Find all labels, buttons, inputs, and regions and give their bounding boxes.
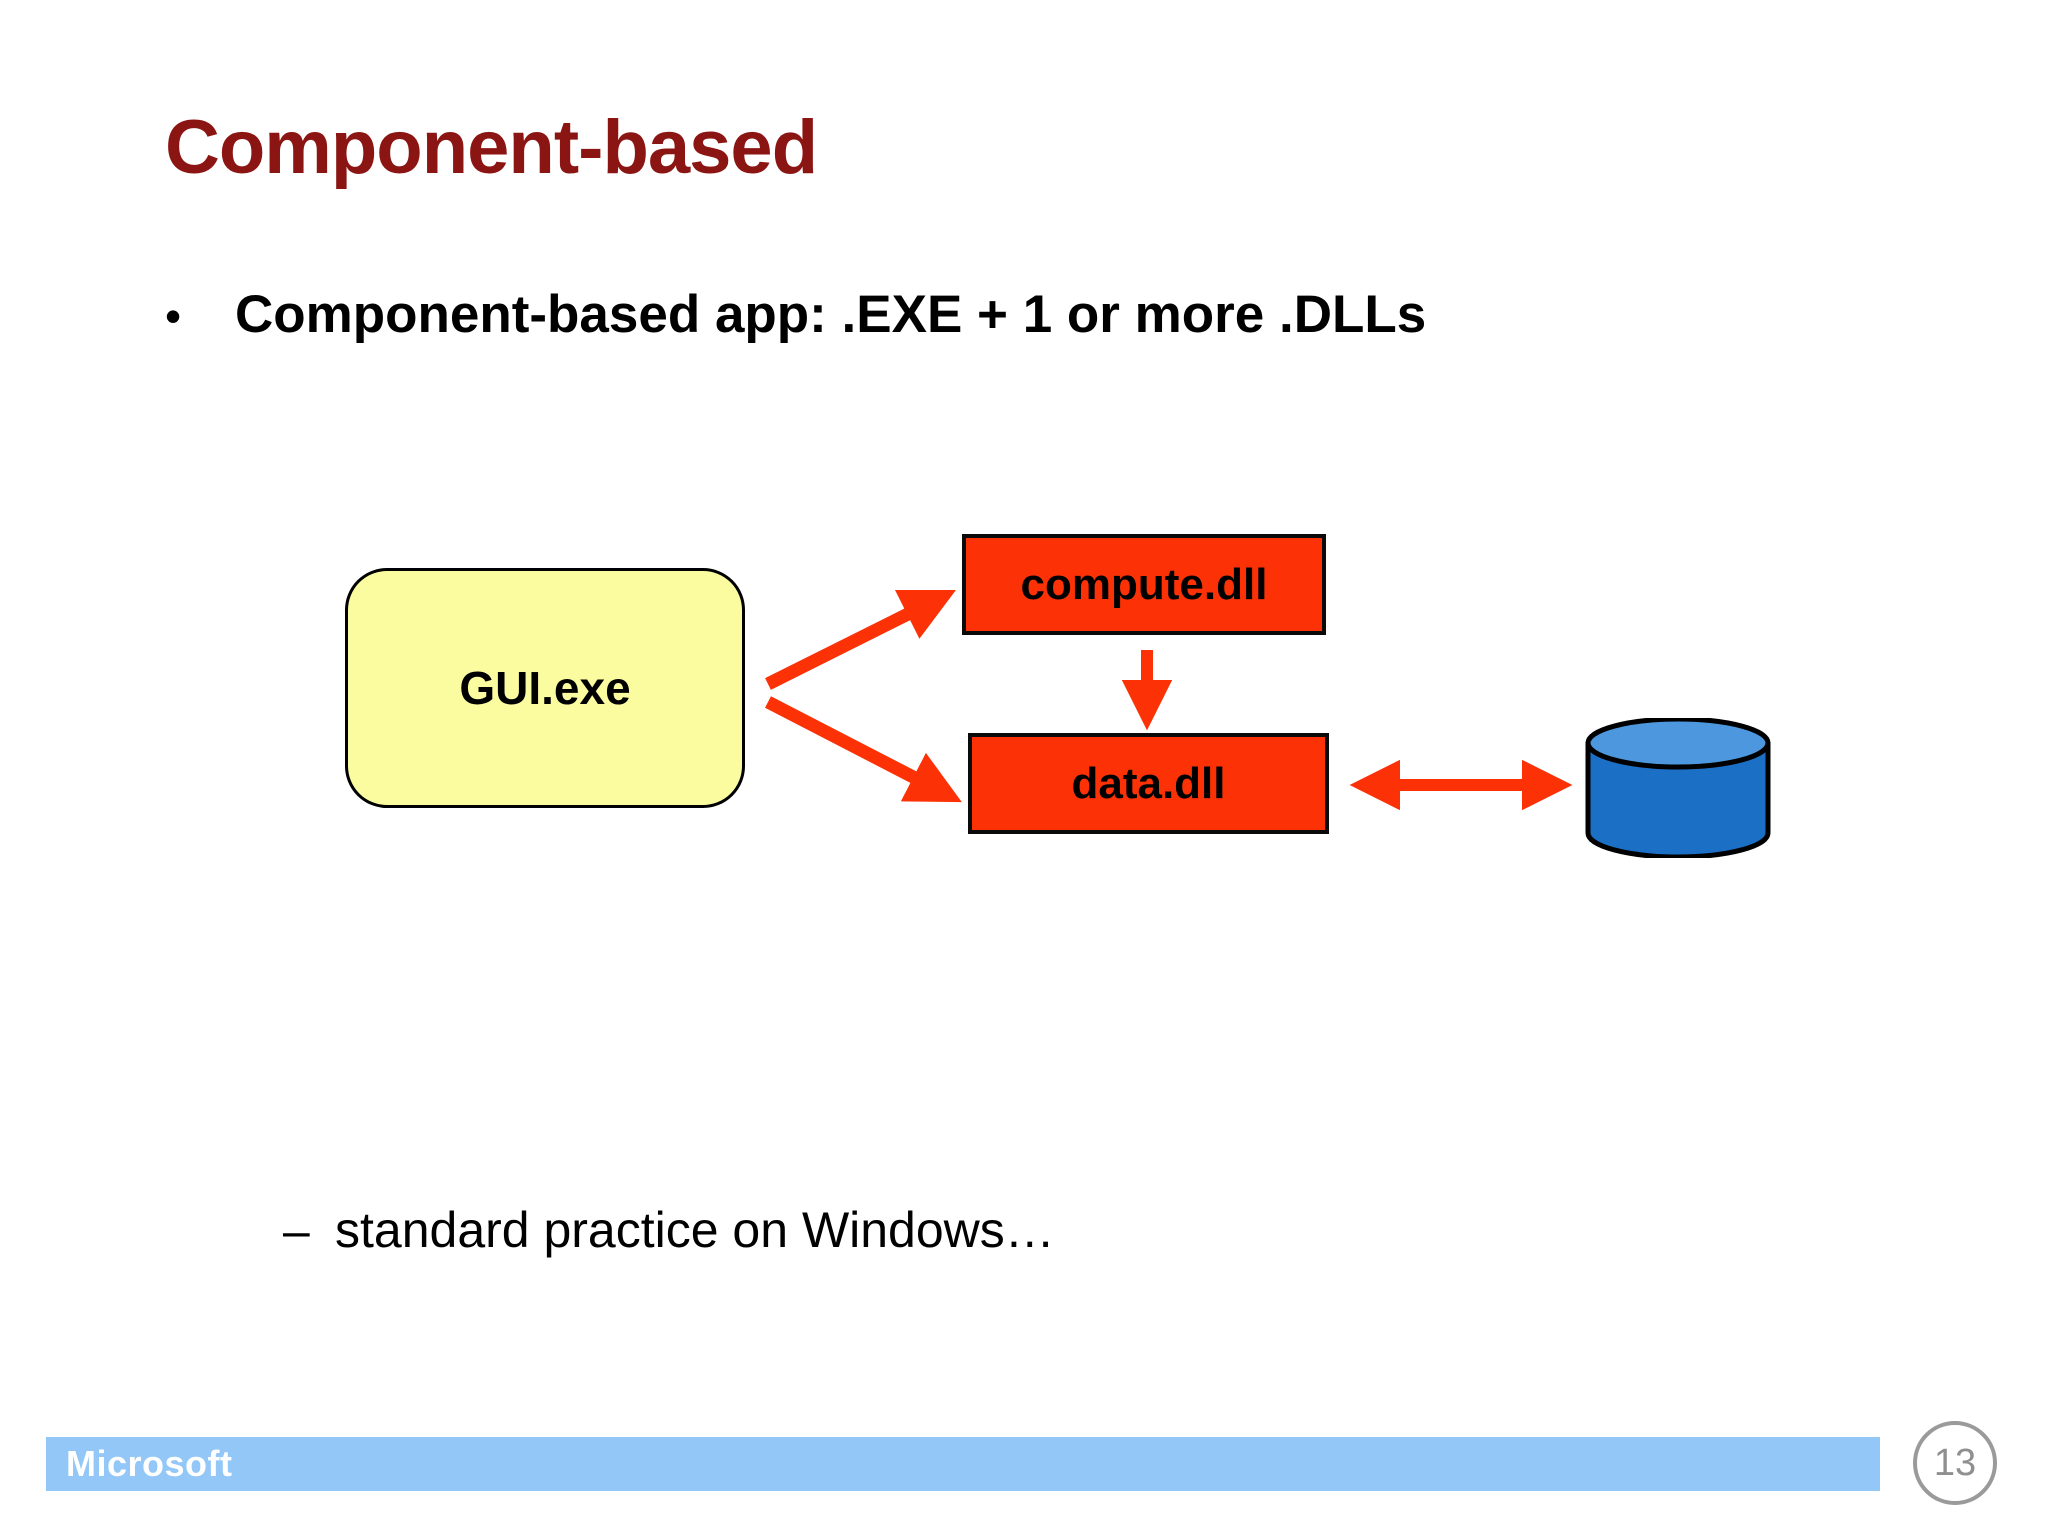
node-compute-dll[interactable]: compute.dll [962, 534, 1326, 635]
page-number-badge: 13 [1913, 1421, 1997, 1505]
node-gui-exe-label: GUI.exe [459, 662, 631, 714]
node-compute-dll-label: compute.dll [1020, 559, 1268, 609]
edge-gui-to-data [765, 696, 962, 803]
page-title: Component-based [165, 105, 818, 190]
node-gui-exe[interactable]: GUI.exe [345, 568, 745, 808]
bullet-dash-icon: – [283, 1205, 310, 1258]
bullet-text-component-based-app: Component-based app: .EXE + 1 or more .D… [235, 285, 1427, 344]
bullet-dot-icon: • [165, 290, 182, 342]
edge-gui-to-compute [765, 590, 956, 690]
node-database-cylinder[interactable] [1583, 716, 1773, 860]
footer-brand-label: Microsoft [66, 1443, 233, 1484]
bullet-item-level2: – standard practice on Windows… [283, 1205, 1055, 1256]
bullet-text-standard-practice: standard practice on Windows… [335, 1202, 1055, 1258]
database-cylinder-icon [1585, 716, 1771, 860]
footer-bar [46, 1437, 1880, 1491]
node-data-dll-label: data.dll [1071, 758, 1226, 808]
node-data-dll[interactable]: data.dll [968, 733, 1329, 834]
bullet-item-level1: • Component-based app: .EXE + 1 or more … [165, 288, 1426, 341]
